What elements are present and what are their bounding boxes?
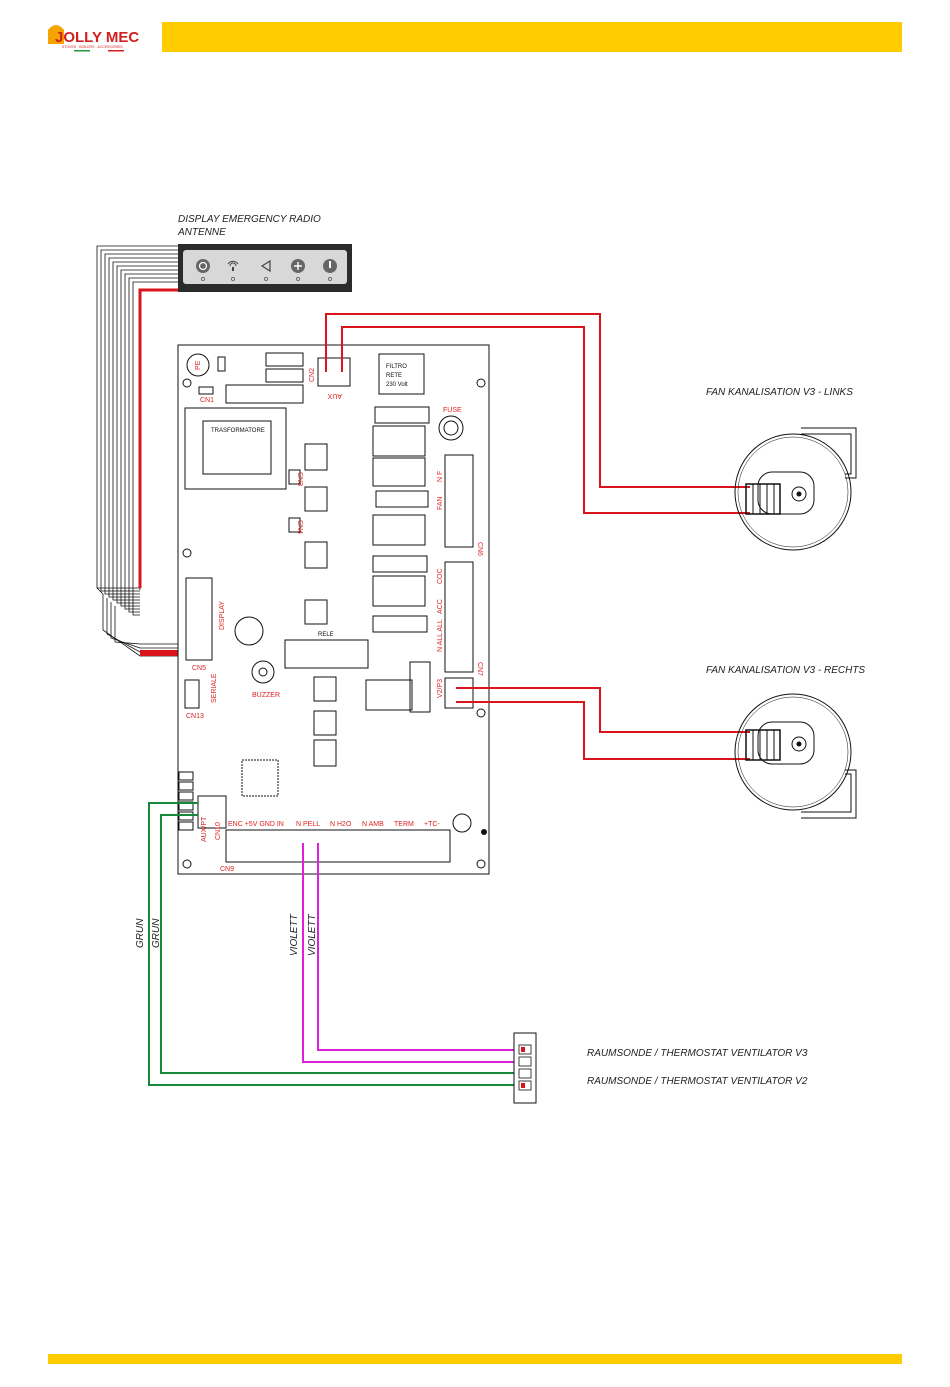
violet-wire-label-1: VIOLETT [289,913,300,956]
filter-line2: RETE [386,373,402,379]
cn9-label: CN9 [220,866,234,873]
flame-icon [48,25,64,44]
coc-label: COC [437,568,444,584]
cn4-label: CN4 [296,520,303,534]
pe-label: PE [195,360,202,370]
header: JOLLY MEC STOVES · BOILERS · ACCESSORIES [48,22,902,52]
cn5-label: CN5 [192,665,206,672]
serial-connector [184,679,200,709]
bottom-term-4: TERM [394,821,414,828]
cn1-label: CN1 [200,397,214,404]
aux-bottom-label: AUX/PT [201,816,208,842]
display-conn-label: DISPLAY [219,601,226,630]
line-filter [378,353,425,395]
terminal-strip-right [444,454,474,709]
fuse-label: FUSE [443,407,462,414]
thermostat-v2-label: RAUMSONDE / THERMOSTAT VENTILATOR V2 [587,1076,808,1087]
relay-b [265,368,304,383]
bottom-term-5: +TC- [424,821,440,828]
fan-right [734,693,857,819]
display-label-line1: DISPLAY EMERGENCY RADIO [178,214,321,225]
transformer-core [202,420,272,475]
fan-label: FAN [437,496,444,510]
filter-line1: FILTRO [386,364,407,370]
ribbon-cable [96,245,178,657]
fuse-holder [438,415,464,441]
aux-bottom-connector [197,795,227,829]
transformer-label: TRASFORMATORE [211,428,265,434]
fan-right-label: FAN KANALISATION V3 - RECHTS [706,665,865,676]
microcontroller [241,759,279,797]
relay-c [225,384,304,404]
cn1-block [198,386,214,395]
buzzer [251,660,275,684]
seriale-label: SERIALE [211,673,218,703]
bottom-term-3: N AMB [362,821,384,828]
info-button-icon [323,259,337,281]
violet-wires [302,843,515,1063]
cn6-label: CN6 [476,542,483,556]
display-label-line2: ANTENNE [177,227,226,238]
brand-logo: JOLLY MEC STOVES · BOILERS · ACCESSORIES [48,25,139,52]
violet-wire-label-2: VIOLETT [307,913,318,956]
rele-block [284,639,369,669]
cn7-label: CN7 [476,662,483,676]
relay-a [265,352,304,367]
thermostat-terminal-block [513,1032,537,1104]
filter-line3: 230 Volt [386,382,408,388]
flag-green-stripe [74,50,90,52]
control-board: PE CN1 AUX CN2 FILTRO RETE 230 Volt FUSE… [177,344,490,875]
green-wire-label-2: GRUN [151,918,162,948]
back-arrow-icon [260,259,271,281]
cn3-label: CN3 [296,472,303,486]
nalla-label: N ALL ALL [437,619,444,652]
ground-dot [481,829,487,835]
wifi-icon [227,260,239,281]
aux-top-label: AUX [327,392,342,399]
display-panel: DISPLAY EMERGENCY RADIO ANTENNE [177,214,352,292]
fan-wires [325,313,750,760]
pe-terminal [186,353,210,377]
buzzer-label: BUZZER [252,692,280,699]
ic-group [288,443,337,767]
ground-screw [452,813,472,833]
knob [234,616,264,646]
flag-red-stripe [108,50,124,52]
relay-column [365,406,431,713]
plus-button-icon [291,259,305,281]
power-button-icon [196,259,210,281]
buzzer-center [258,667,268,677]
board-outline [177,344,490,875]
acc-label: ACC [437,599,444,614]
display-connector [185,577,213,661]
green-wire-label-1: GRUN [135,918,146,948]
thermostat-v3-label: RAUMSONDE / THERMOSTAT VENTILATOR V3 [587,1048,808,1059]
fan-left-label: FAN KANALISATION V3 - LINKS [706,387,853,398]
n-f-label: N F [437,471,444,482]
fan-left [734,427,857,551]
fuse-small [217,356,226,372]
brand-tagline: STOVES · BOILERS · ACCESSORIES [62,45,123,49]
transformer [184,407,287,490]
terminal-strip-bottom [225,829,451,863]
ribbon-red-core [138,288,178,588]
ribbon-red-end [140,650,178,656]
bottom-term-1: N PELL [296,821,320,828]
bottom-term-0: ENC +5V GND IN [228,821,284,828]
brand-name: JOLLY MEC [55,29,139,46]
rele-label: RELE [318,632,334,638]
mounting-holes [182,378,486,869]
cn13-label: CN13 [186,713,204,720]
display-face [183,250,347,284]
header-bar [162,22,902,52]
v2p3-label: V2/P3 [437,679,444,698]
aux-top-connector [317,357,351,387]
green-wires [148,802,515,1086]
cn2-label: CN2 [309,368,316,382]
fuse-holder-inner [443,420,459,436]
cn10-label: CN10 [215,822,222,840]
bottom-term-2: N H2O [330,821,352,828]
footer-bar [48,1354,902,1364]
